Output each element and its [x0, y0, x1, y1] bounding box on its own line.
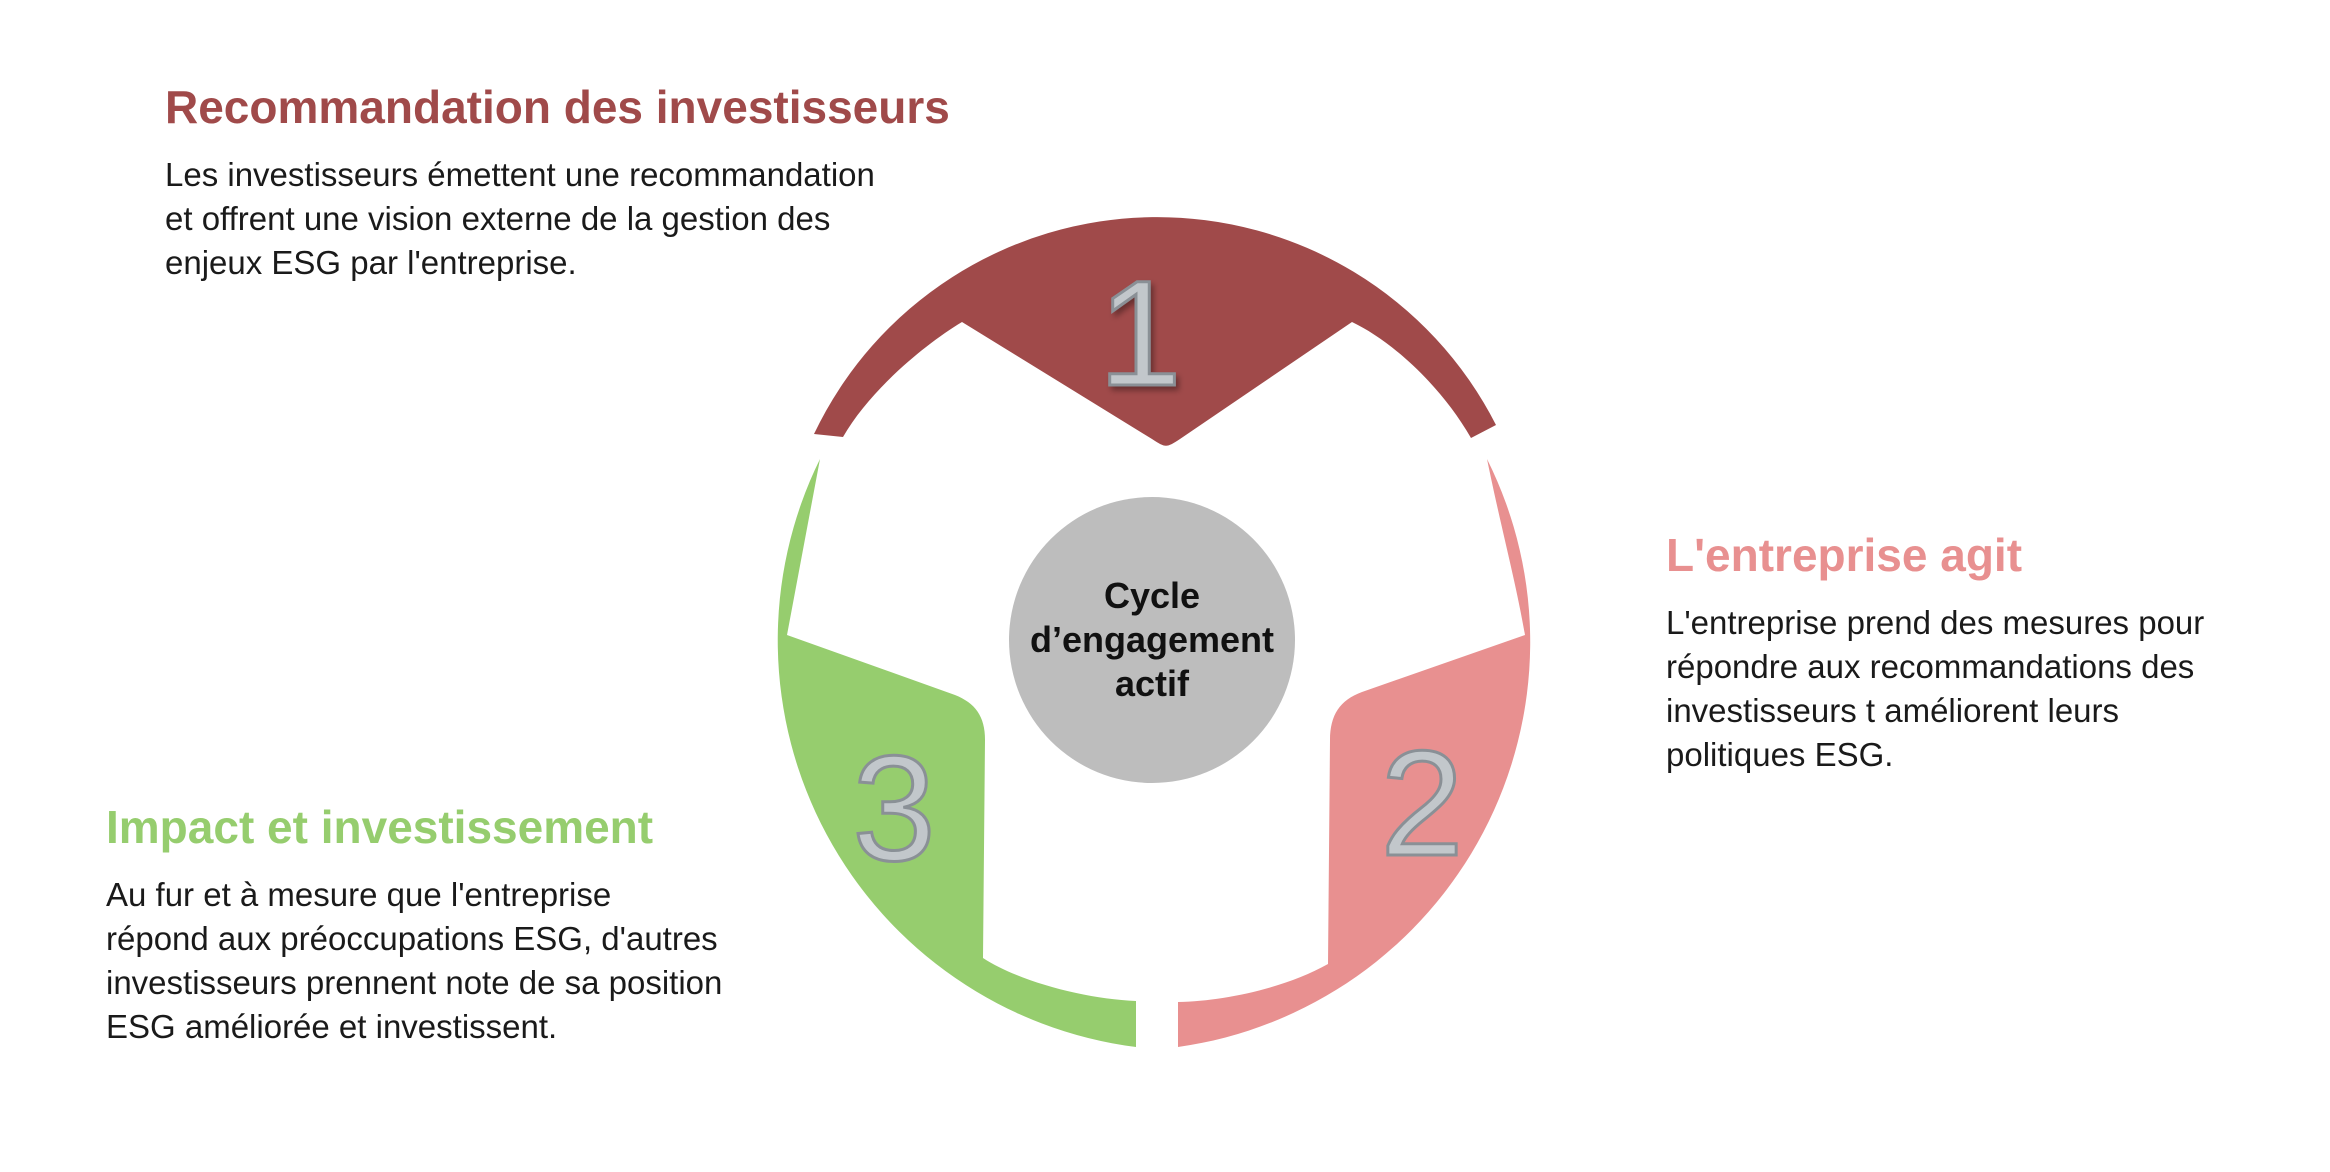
step-2-title: L'entreprise agit: [1666, 529, 2023, 581]
cycle-segment-1: [814, 217, 1496, 446]
step-2-text: L'entreprise prend des mesures pour répo…: [1666, 604, 2205, 774]
step-3-text: Au fur et à mesure que l'entreprise répo…: [106, 876, 723, 1046]
center-label-line-2: d’engagement: [1030, 619, 1274, 660]
step-1-block: Recommandation des investisseurs Les inv…: [165, 80, 1065, 285]
center-circle: [1009, 497, 1295, 783]
step-1-number: 1: [1098, 249, 1181, 417]
cycle-segment-3: [777, 459, 1136, 1047]
step-3-number: 3: [852, 724, 935, 892]
step-3-block: Impact et investissement Au fur et à mes…: [106, 800, 826, 1049]
step-2-block: L'entreprise agit L'entreprise prend des…: [1666, 528, 2306, 777]
cycle-segment-2: [1178, 459, 1531, 1047]
center-label-line-1: Cycle: [1104, 575, 1200, 616]
center-label-line-3: actif: [1115, 663, 1190, 704]
step-1-title: Recommandation des investisseurs: [165, 81, 950, 133]
step-3-title: Impact et investissement: [106, 801, 654, 853]
step-1-text: Les investisseurs émettent une recommand…: [165, 156, 875, 282]
step-2-number: 2: [1380, 719, 1463, 887]
